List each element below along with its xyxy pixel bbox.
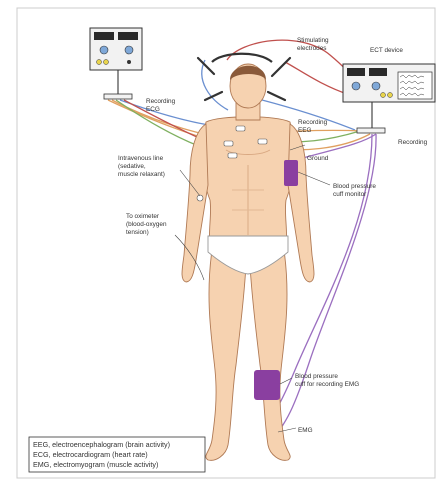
- ecg-electrode-icon: [236, 126, 245, 131]
- label-oximeter-3: tension): [126, 229, 149, 236]
- knob-icon: [104, 60, 109, 65]
- label-bp-cuff-emg-1: Blood pressure: [295, 373, 338, 380]
- knob-icon: [125, 46, 133, 54]
- label-stimulating-electrodes-1: Stimulating: [297, 37, 329, 44]
- label-emg: EMG: [298, 427, 313, 434]
- label-oximeter-2: (blood-oxygen: [126, 221, 167, 228]
- ecg-connector-bar: [104, 94, 132, 99]
- legend-emg: EMG, electromyogram (muscle activity): [33, 460, 158, 469]
- knob-icon: [388, 93, 393, 98]
- legend-eeg: EEG, electroencephalogram (brain activit…: [33, 440, 170, 449]
- label-recording: Recording: [398, 139, 428, 146]
- ecg-monitor-display-1: [94, 32, 114, 40]
- label-oximeter-1: To oximeter: [126, 213, 160, 220]
- legend-ecg: ECG, electrocardiogram (heart rate): [33, 450, 148, 459]
- ecg-electrode-icon: [224, 141, 233, 146]
- knob-icon: [100, 46, 108, 54]
- knob-icon: [127, 60, 131, 64]
- label-recording-ecg-2: ECG: [146, 106, 160, 113]
- label-recording-eeg-2: EEG: [298, 127, 312, 134]
- label-iv-line-1: Intravenous line: [118, 155, 164, 162]
- ecg-electrode-icon: [228, 153, 237, 158]
- ect-display-1: [347, 68, 365, 76]
- label-ect-device: ECT device: [370, 47, 403, 54]
- label-bp-cuff-emg-2: cuff for recording EMG: [295, 381, 359, 388]
- label-bp-cuff-monitor-1: Blood pressure: [333, 183, 376, 190]
- label-recording-eeg-1: Recording: [298, 119, 328, 126]
- label-recording-ecg-1: Recording: [146, 98, 176, 105]
- ect-recording-screen: [398, 72, 432, 99]
- legend: EEG, electroencephalogram (brain activit…: [29, 437, 205, 472]
- ecg-electrode-icon: [258, 139, 267, 144]
- label-iv-line-2: (sedative,: [118, 163, 146, 170]
- knob-icon: [352, 82, 360, 90]
- bp-cuff-upper-arm: [284, 160, 298, 186]
- knob-icon: [381, 93, 386, 98]
- knob-icon: [97, 60, 102, 65]
- knob-icon: [372, 82, 380, 90]
- ect-connector-bar: [357, 128, 385, 133]
- bp-cuff-lower-leg: [254, 370, 280, 400]
- label-ground: Ground: [307, 155, 329, 162]
- label-bp-cuff-monitor-2: cuff monitor: [333, 191, 367, 198]
- ecg-monitor-display-2: [118, 32, 138, 40]
- label-iv-line-3: muscle relaxant): [118, 171, 165, 178]
- label-stimulating-electrodes-2: electrodes: [297, 45, 327, 52]
- ect-display-2: [369, 68, 387, 76]
